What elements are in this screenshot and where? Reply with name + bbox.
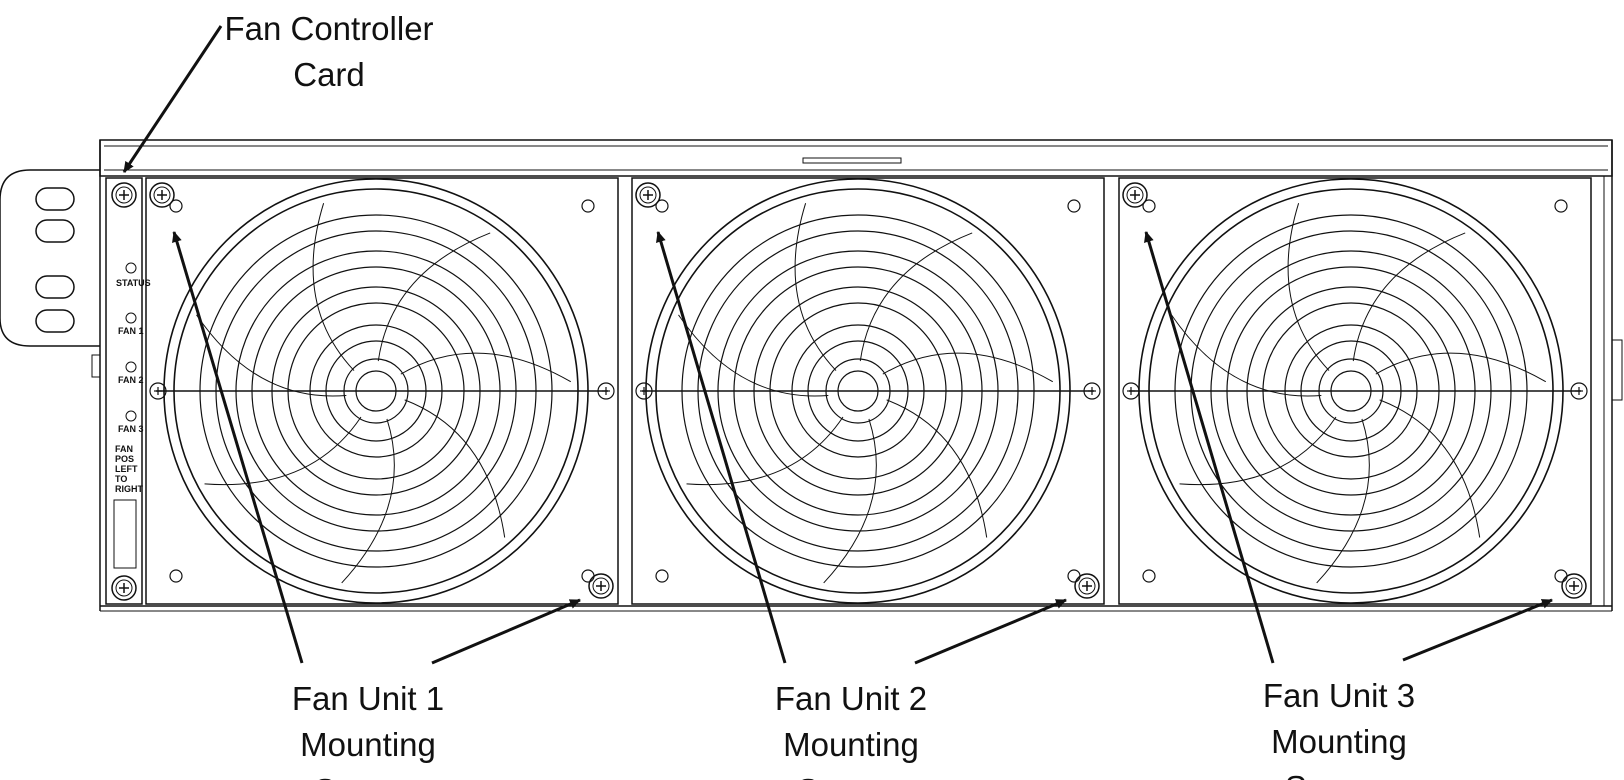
- fan-unit-2-label-line3: Screws: [797, 772, 905, 780]
- fan-controller-card: STATUS FAN 1 FAN 2 FAN 3 FAN POS LEFT TO…: [105, 177, 151, 605]
- fan-position-note: FAN POS LEFT TO RIGHT: [115, 444, 144, 494]
- fan-blades: [196, 203, 572, 584]
- fan-mount-hole: [655, 199, 669, 213]
- fan-1-led-label: FAN 1: [118, 326, 144, 336]
- status-led: [125, 262, 137, 274]
- fan-1-led: [125, 312, 137, 324]
- fan-3-bottom-screw-arrow: [1402, 598, 1553, 662]
- fan-guard: [645, 178, 1071, 604]
- spar-screw: [1570, 382, 1588, 400]
- fan-frame: [145, 177, 619, 605]
- fan-mount-hole: [169, 199, 183, 213]
- fan-blades: [1171, 203, 1547, 584]
- status-led-label: STATUS: [116, 278, 151, 288]
- fan-mount-hole: [1067, 569, 1081, 583]
- fan-mount-hole: [655, 569, 669, 583]
- fan-mount-hole: [1142, 569, 1156, 583]
- fan-unit-2-label-line1: Fan Unit 2: [775, 680, 927, 717]
- fan-units: [145, 177, 1592, 605]
- fan-1-top-mounting-screw: [149, 182, 175, 208]
- fan-2-led-label: FAN 2: [118, 375, 144, 385]
- spar-screw: [635, 382, 653, 400]
- fan-2-led: [125, 361, 137, 373]
- ear-slot: [35, 219, 75, 243]
- fan-2-top-mounting-screw: [635, 182, 661, 208]
- fan-3-top-mounting-screw: [1122, 182, 1148, 208]
- fan-frame: [631, 177, 1105, 605]
- fan-2-bottom-mounting-screw: [1074, 573, 1100, 599]
- fan-mount-hole: [1554, 569, 1568, 583]
- fan-unit-1: [145, 177, 619, 605]
- fan-unit-3-label-line1: Fan Unit 3: [1263, 677, 1415, 714]
- fan-1-bottom-mounting-screw: [588, 573, 614, 599]
- fan-blades: [678, 203, 1054, 584]
- fan-pos-line: FAN: [115, 444, 133, 454]
- fan-mount-hole: [169, 569, 183, 583]
- fan-controller-callout: Fan Controller Card: [224, 10, 433, 93]
- fan-unit-1-callout: Fan Unit 1 Mounting Screws: [292, 680, 444, 780]
- fan-3-top-screw-arrow: [1144, 231, 1275, 664]
- fan-mount-hole: [1554, 199, 1568, 213]
- fan-unit-3: [1118, 177, 1592, 605]
- fan-unit-3-label-line2: Mounting: [1271, 723, 1407, 760]
- spar-screw: [1083, 382, 1101, 400]
- fan-unit-3-callout: Fan Unit 3 Mounting Screws: [1263, 677, 1415, 780]
- fan-mount-hole: [1067, 199, 1081, 213]
- fan-pos-line: TO: [115, 474, 127, 484]
- fan-controller-label-line2: Card: [293, 56, 365, 93]
- spar-screw: [597, 382, 615, 400]
- left-mounting-ear: [0, 169, 100, 347]
- fan-mount-hole: [581, 569, 595, 583]
- controller-top-screw: [111, 182, 137, 208]
- ear-slot: [35, 309, 75, 333]
- fan-mount-hole: [581, 199, 595, 213]
- spar-screw: [149, 382, 167, 400]
- fan-pos-line: POS: [115, 454, 134, 464]
- controller-bottom-screw: [111, 575, 137, 601]
- fan-1-top-screw-arrow: [172, 231, 304, 664]
- fan-mount-hole: [1142, 199, 1156, 213]
- ear-slot: [35, 187, 75, 211]
- fan-2-top-screw-arrow: [656, 231, 787, 664]
- spar-screw: [1122, 382, 1140, 400]
- fan-unit-1-label-line2: Mounting: [300, 726, 436, 763]
- fan-unit-2: [631, 177, 1105, 605]
- fan-pos-line: RIGHT: [115, 484, 144, 494]
- fan-3-led: [125, 410, 137, 422]
- fan-pos-line: LEFT: [115, 464, 138, 474]
- fan-unit-2-callout: Fan Unit 2 Mounting Screws: [775, 680, 927, 780]
- leader-arrows: [122, 25, 1553, 665]
- fan-unit-2-label-line2: Mounting: [783, 726, 919, 763]
- ear-slot: [35, 275, 75, 299]
- fan-unit-1-label-line1: Fan Unit 1: [292, 680, 444, 717]
- fan-3-led-label: FAN 3: [118, 424, 144, 434]
- controller-leader-arrow: [122, 25, 223, 173]
- fan-unit-3-label-line3: Screws: [1285, 769, 1393, 780]
- controller-screws: [111, 182, 137, 601]
- fan-controller-label-line1: Fan Controller: [224, 10, 433, 47]
- fan-2-bottom-screw-arrow: [914, 598, 1067, 665]
- fan-frame: [1118, 177, 1592, 605]
- fan-3-bottom-mounting-screw: [1561, 573, 1587, 599]
- chassis: [91, 139, 1623, 612]
- fan-guard: [163, 178, 589, 604]
- fan-1-bottom-screw-arrow: [431, 598, 581, 665]
- fan-unit-1-label-line3: Screws: [314, 772, 422, 780]
